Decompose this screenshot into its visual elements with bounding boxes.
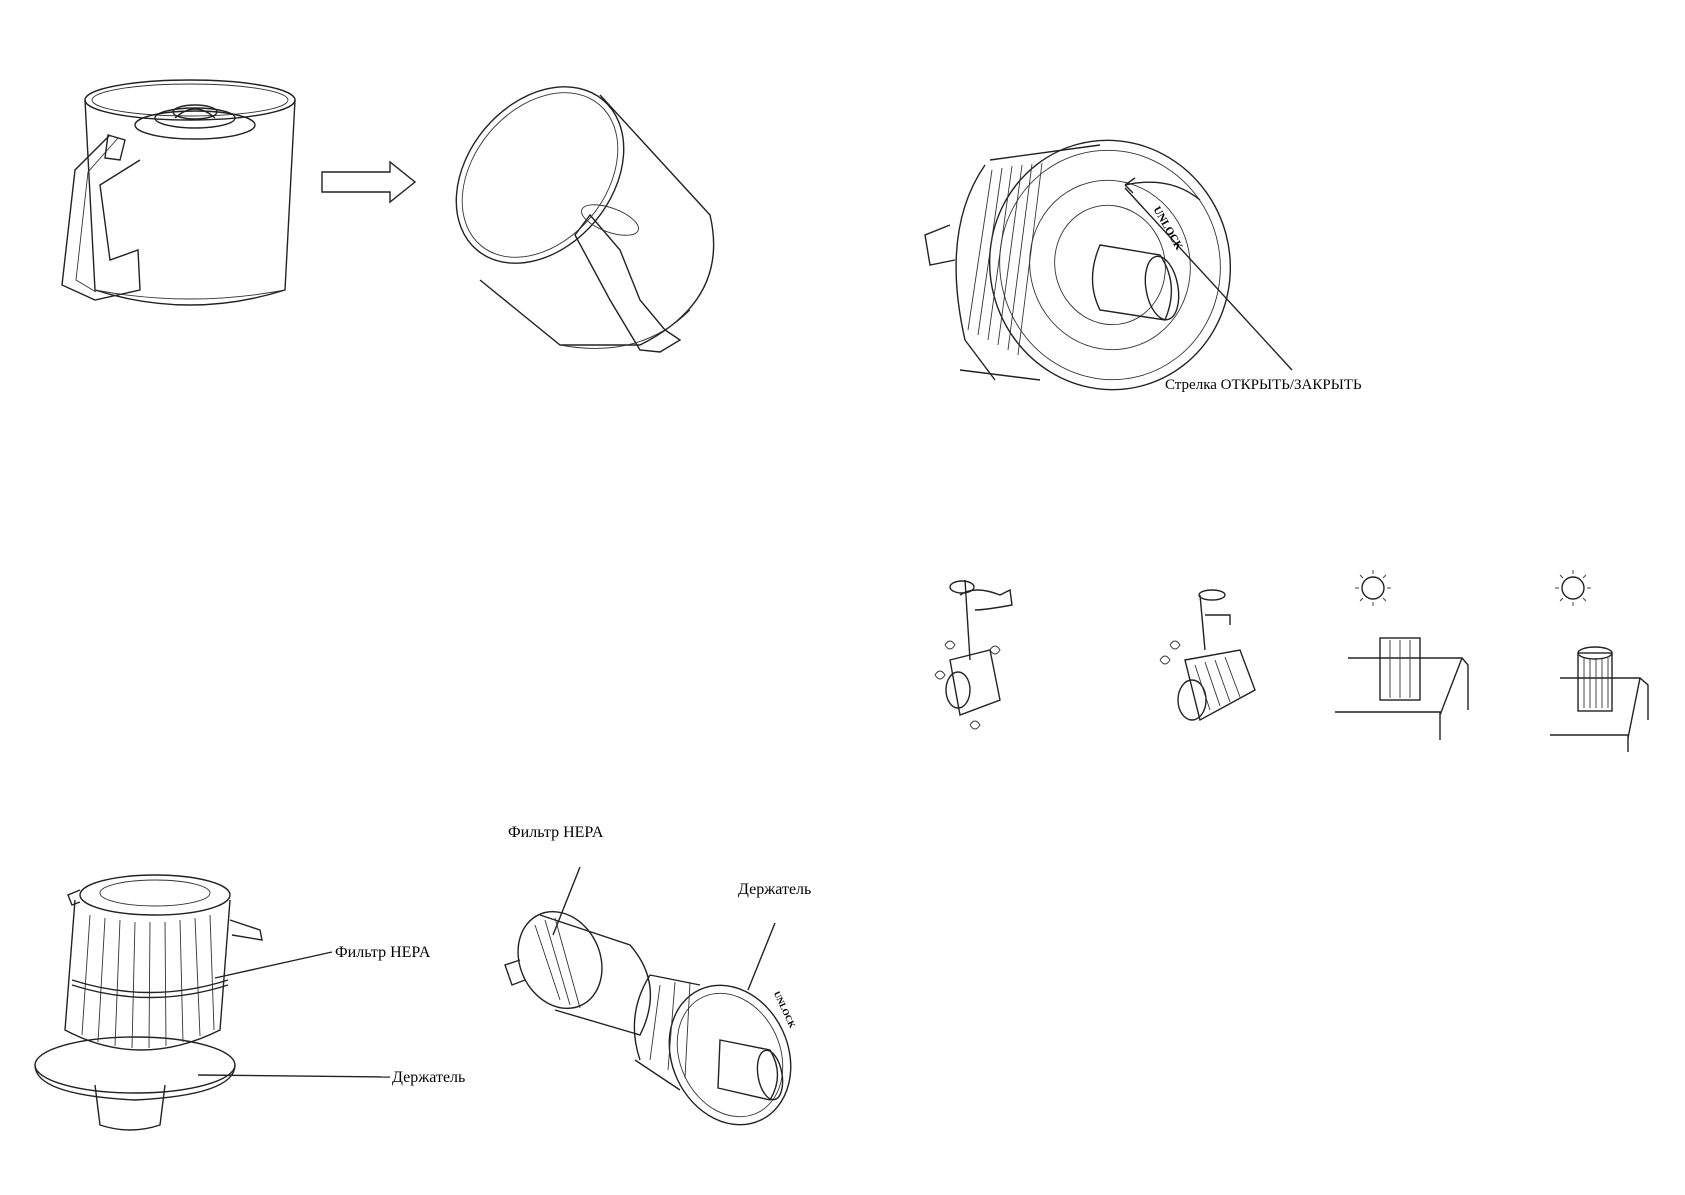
right-arrow-icon [321, 160, 417, 204]
hepa-filter-label-left: Фильтр HEPA [335, 944, 431, 961]
dry-filter-illustration-1 [1335, 570, 1469, 740]
wash-filter-illustration-2 [1159, 589, 1256, 722]
filter-holder-exploded-illustration [504, 866, 792, 1126]
empty-container-illustration [455, 86, 715, 353]
hepa-filter-label-right: Фильтр HEPA [508, 824, 604, 841]
filter-unlock-illustration [924, 139, 1293, 391]
filter-holder-assembled-illustration [34, 874, 391, 1131]
lock-arrow-label: Стрелка ОТКРЫТЬ/ЗАКРЫТЬ [1165, 377, 1362, 393]
dry-filter-illustration-2 [1550, 570, 1649, 752]
wash-filter-illustration-1 [934, 579, 1013, 730]
holder-label-right: Держатель [738, 881, 812, 898]
dust-container-illustration [61, 79, 296, 306]
holder-label-left: Держатель [392, 1069, 466, 1086]
